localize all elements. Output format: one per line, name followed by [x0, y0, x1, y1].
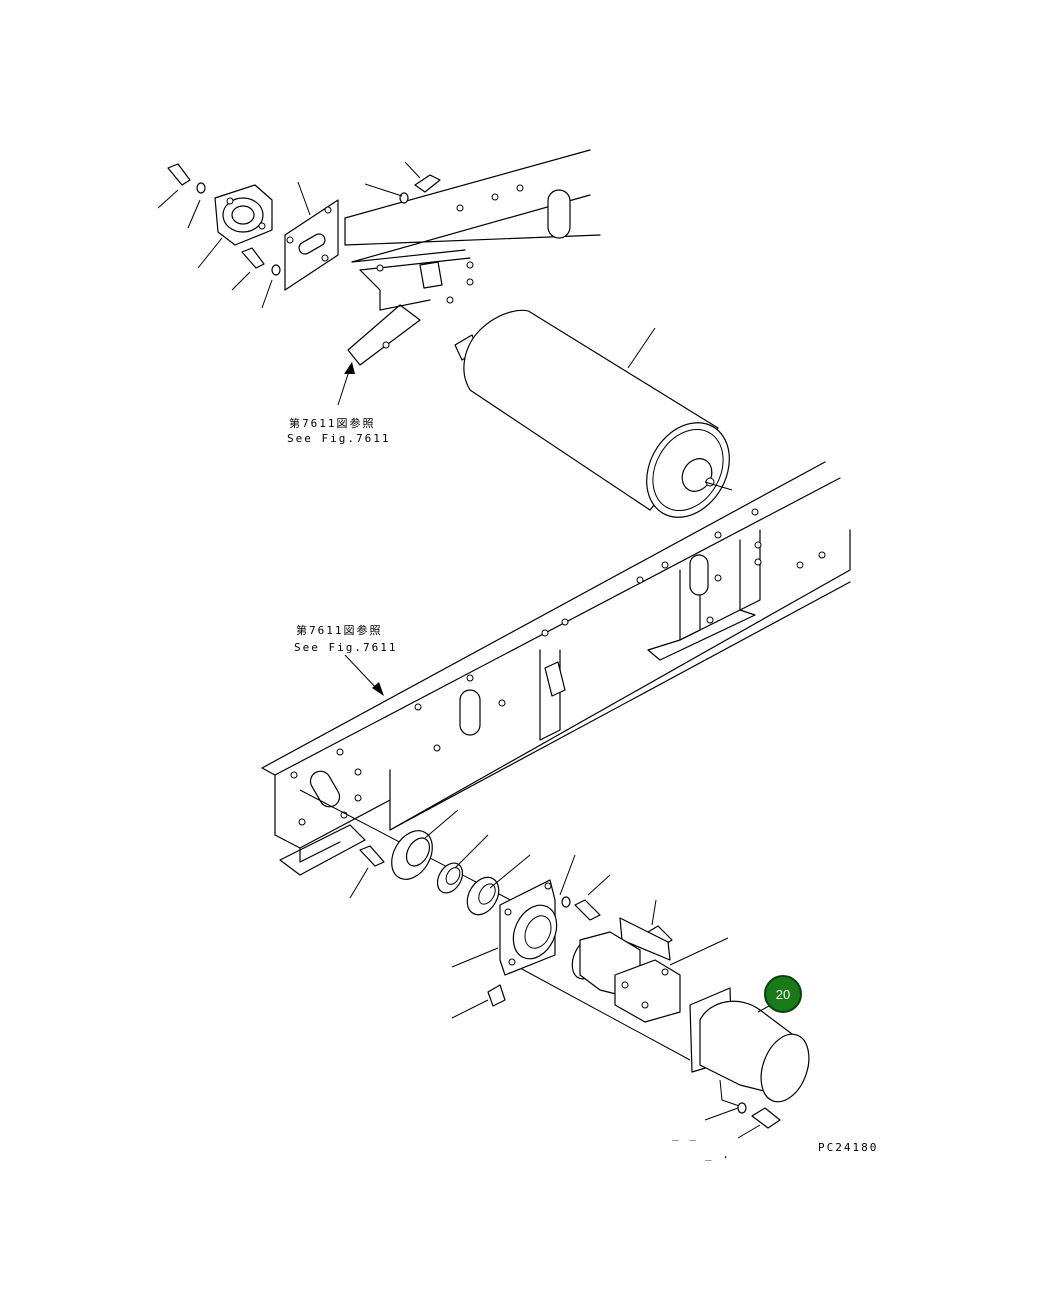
reference-1-jp: 第7611図参照: [289, 416, 376, 430]
reference-note-2: 第7611図参照 See Fig.7611: [294, 623, 397, 696]
roller-drum: [454, 309, 733, 518]
callout-badge-20[interactable]: 20: [764, 975, 802, 1013]
stray-mark-2: _ .: [705, 1148, 731, 1161]
drive-assembly: [299, 789, 810, 1139]
reference-2-jp: 第7611図参照: [296, 623, 383, 637]
bearing-housing-top: [214, 184, 339, 291]
reference-2-en: See Fig.7611: [294, 641, 397, 654]
reference-1-en: See Fig.7611: [287, 432, 390, 445]
reference-note-1: 第7611図参照 See Fig.7611: [287, 362, 390, 445]
bolts-top: [157, 161, 441, 309]
main-frame-rail: [261, 461, 851, 876]
figure-code: PC24180: [818, 1141, 878, 1154]
stray-mark-1: _ _: [672, 1128, 698, 1141]
upper-frame-rail: [344, 149, 601, 366]
callout-label: 20: [776, 987, 790, 1002]
